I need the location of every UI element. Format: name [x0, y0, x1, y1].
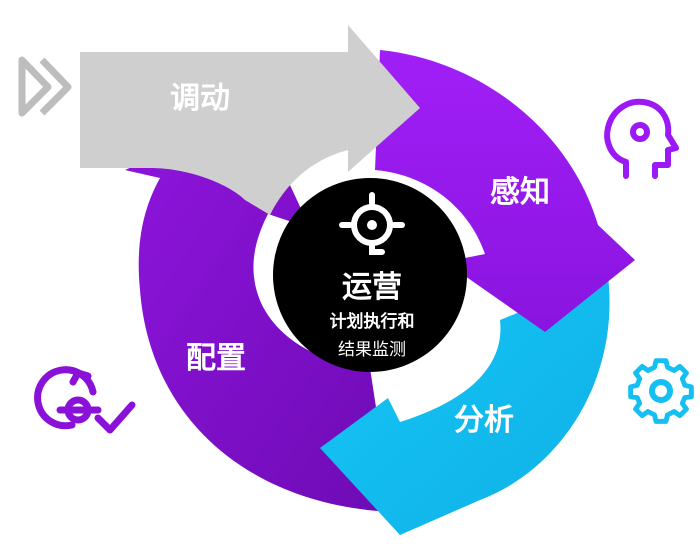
stage-label-perceive: 感知 [490, 175, 550, 210]
center-title: 运营 [342, 270, 402, 305]
perceive-segment [375, 50, 635, 332]
gear-icon [628, 358, 694, 424]
configure-segment [125, 110, 392, 512]
center-circle [273, 178, 467, 372]
head-icon [604, 98, 679, 179]
target-icon [339, 192, 405, 255]
stage-label-configure: 配置 [186, 341, 246, 376]
center-line1: 计划执行和 [330, 311, 415, 332]
settings-check-icon [34, 366, 136, 434]
analyze-segment [320, 276, 610, 535]
fast-forward-icon [18, 56, 72, 117]
stage-label-analyze: 分析 [454, 403, 514, 438]
stage-label-dispatch: 调动 [170, 81, 230, 116]
center-line2: 结果监测 [338, 340, 406, 360]
dispatch-segment [80, 25, 420, 215]
